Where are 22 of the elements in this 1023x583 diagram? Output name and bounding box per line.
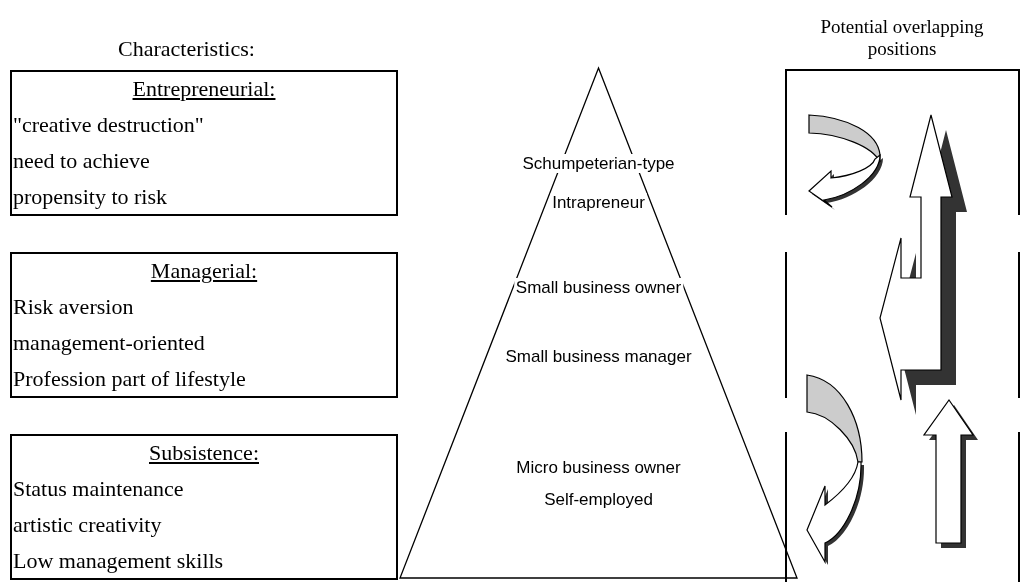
- category-heading: Managerial:: [150, 260, 258, 282]
- characteristic-text: "creative destruction": [13, 114, 204, 136]
- level-label: Self-employed: [542, 490, 655, 509]
- category-heading: Entrepreneurial:: [132, 78, 276, 100]
- characteristics-box: [10, 434, 398, 580]
- characteristics-box: [10, 252, 398, 398]
- characteristic-text: propensity to risk: [13, 186, 167, 208]
- characteristic-text: Status maintenance: [13, 478, 184, 500]
- characteristic-text: need to achieve: [13, 150, 150, 172]
- column-heading: Potential overlapping positions: [819, 16, 985, 60]
- characteristic-text: Risk aversion: [13, 296, 134, 318]
- level-label: Schumpeterian-type: [520, 154, 677, 173]
- level-label: Intrapreneur: [550, 193, 647, 212]
- characteristic-text: Low management skills: [13, 550, 224, 572]
- characteristic-text: artistic creativity: [13, 514, 162, 536]
- characteristic-text: Profession part of lifestyle: [13, 368, 246, 390]
- characteristics-box: [10, 70, 398, 216]
- column-heading: Characteristics:: [118, 38, 255, 60]
- category-heading: Subsistence:: [149, 442, 259, 464]
- characteristic-text: management-oriented: [13, 332, 205, 354]
- level-label: Small business manager: [503, 347, 694, 366]
- pyramid-triangle: [400, 68, 797, 578]
